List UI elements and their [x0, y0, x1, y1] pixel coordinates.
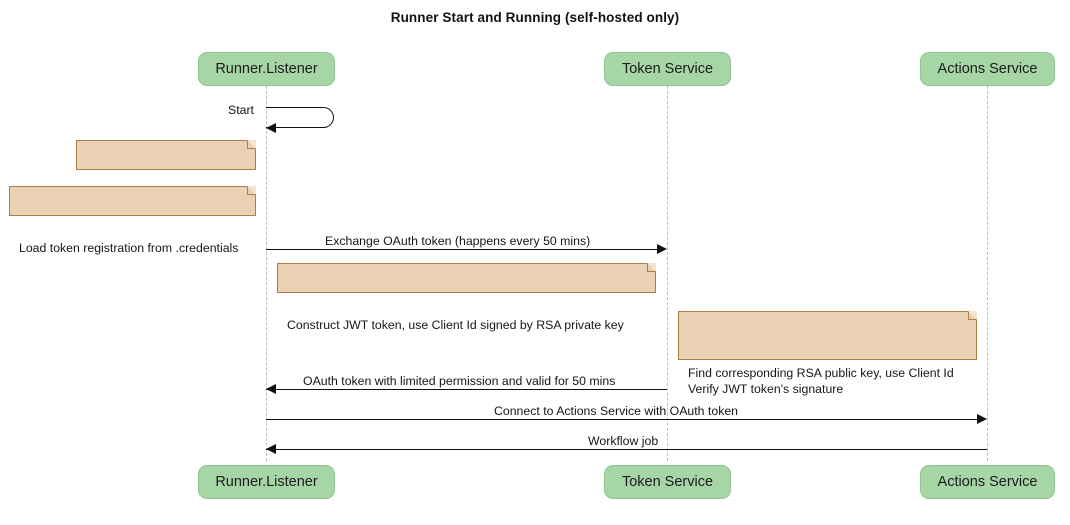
- self-message-loop-start: [266, 107, 334, 128]
- diagram-title: Runner Start and Running (self-hosted on…: [390, 10, 680, 25]
- participant-runner-listener-bottom[interactable]: Runner.Listener: [198, 465, 335, 499]
- message-line-workflow-job: [266, 449, 987, 450]
- arrowhead-oauth-token-reply: [266, 384, 276, 394]
- message-label-oauth-token-reply: OAuth token with limited permission and …: [303, 374, 616, 388]
- participant-label: Runner.Listener: [215, 474, 318, 490]
- message-label-start: Start: [228, 103, 254, 117]
- note-verify-jwt: Find corresponding RSA public key, use C…: [678, 311, 977, 396]
- participant-label: Actions Service: [937, 61, 1038, 77]
- message-line-exchange-oauth-token: [266, 249, 658, 250]
- lifeline-actions-service: [987, 86, 988, 461]
- note-fold-edge-icon: [647, 263, 656, 272]
- message-label-workflow-job: Workflow job: [588, 434, 659, 448]
- note-load-token-registration: Load token registration from .credential…: [9, 186, 256, 255]
- arrowhead-exchange-oauth-token: [657, 244, 667, 254]
- participant-label: Token Service: [621, 474, 714, 490]
- lifeline-token-service: [667, 86, 668, 461]
- note-fold-edge-icon: [247, 186, 256, 195]
- message-label-exchange-oauth-token: Exchange OAuth token (happens every 50 m…: [325, 234, 591, 248]
- note-fold-icon: [247, 186, 256, 195]
- note-load-config: Load config info from .runner: [76, 140, 256, 209]
- note-fold-edge-icon: [247, 140, 256, 149]
- participant-label: Token Service: [621, 61, 714, 77]
- participant-label: Runner.Listener: [215, 61, 318, 77]
- lifeline-runner: [266, 86, 267, 461]
- message-line-oauth-token-reply: [266, 389, 667, 390]
- note-fold-icon: [247, 140, 256, 149]
- message-line-connect-actions-service: [266, 419, 978, 420]
- participant-runner-listener-top[interactable]: Runner.Listener: [198, 52, 335, 86]
- participant-token-service-top[interactable]: Token Service: [604, 52, 731, 86]
- arrowhead-start: [266, 123, 276, 133]
- participant-actions-service-top[interactable]: Actions Service: [920, 52, 1055, 86]
- participant-label: Actions Service: [937, 474, 1038, 490]
- arrowhead-connect-actions-service: [977, 414, 987, 424]
- note-text: Construct JWT token, use Client Id signe…: [287, 318, 624, 332]
- note-text: Load token registration from .credential…: [19, 241, 239, 255]
- note-fold-icon: [968, 311, 977, 320]
- note-text: Find corresponding RSA public key, use C…: [688, 366, 954, 396]
- note-fold-icon: [647, 263, 656, 272]
- message-label-connect-actions-service: Connect to Actions Service with OAuth to…: [494, 404, 739, 418]
- arrowhead-workflow-job: [266, 444, 276, 454]
- participant-actions-service-bottom[interactable]: Actions Service: [920, 465, 1055, 499]
- note-fold-edge-icon: [968, 311, 977, 320]
- participant-token-service-bottom[interactable]: Token Service: [604, 465, 731, 499]
- note-construct-jwt: Construct JWT token, use Client Id signe…: [277, 263, 656, 332]
